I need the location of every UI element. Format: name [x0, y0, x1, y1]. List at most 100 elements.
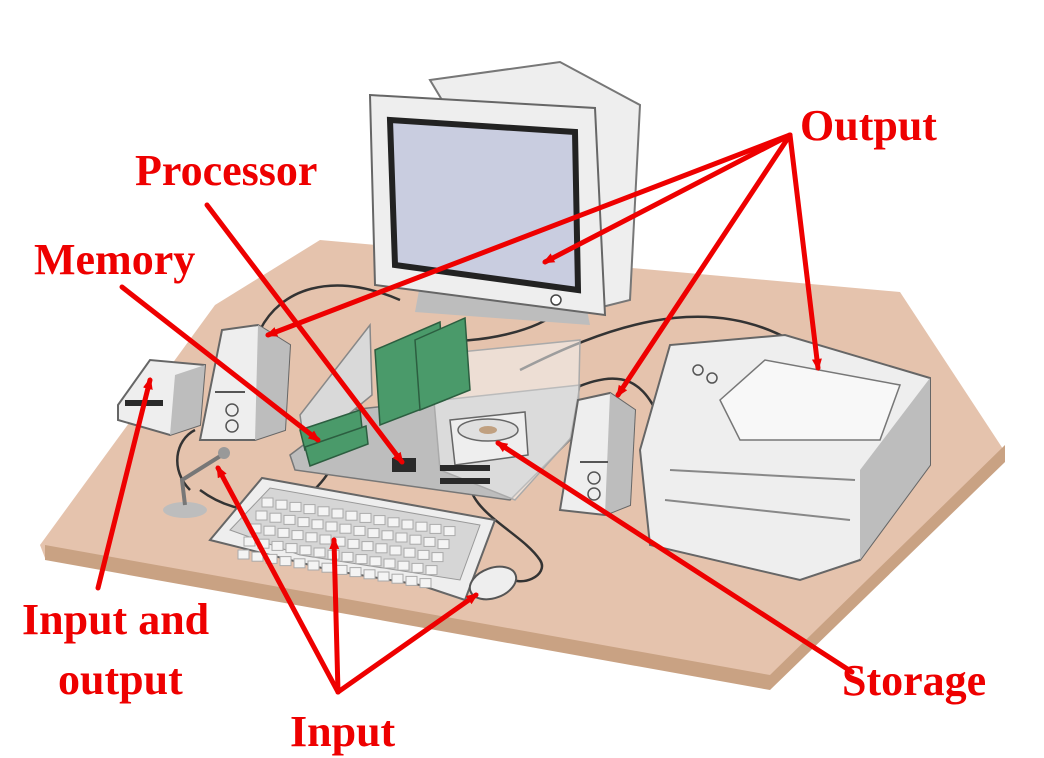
- keyboard-key: [283, 514, 296, 525]
- arrow-processor: [204, 202, 405, 465]
- keyboard-key: [317, 506, 330, 517]
- monitor-power-button: [550, 294, 562, 306]
- keyboard-key: [313, 547, 326, 558]
- keyboard-key: [403, 547, 416, 558]
- keyboard-key: [255, 510, 268, 521]
- keyboard-key: [423, 536, 436, 547]
- keyboard-key: [401, 519, 414, 530]
- arrow-storage: [495, 440, 855, 675]
- keyboard-key: [269, 512, 282, 523]
- speaker-right: [558, 391, 637, 517]
- keyboard-key: [275, 499, 288, 510]
- keyboard-key: [347, 538, 360, 549]
- keyboard-key: [291, 530, 304, 541]
- expansion-card: [414, 316, 471, 412]
- arrow-input-to-microphone: [215, 465, 341, 695]
- keyboard-key: [387, 517, 400, 528]
- arrows: [95, 132, 855, 695]
- keyboard-key: [369, 556, 382, 567]
- keyboard-key: [341, 551, 354, 562]
- keyboard-key: [417, 549, 430, 560]
- keyboard-key: [349, 567, 362, 578]
- arrow-memory: [119, 284, 321, 443]
- keyboard-key: [261, 497, 274, 508]
- arrow-input-and-output: [95, 377, 153, 591]
- label-input-and-output-line1: Input and: [22, 595, 209, 644]
- ram-module: [304, 424, 369, 467]
- label-input: Input: [290, 707, 396, 756]
- keyboard-key: [353, 525, 366, 536]
- keyboard-key: [373, 515, 386, 526]
- keyboard-key: [311, 519, 324, 530]
- keyboard-key: [437, 539, 450, 550]
- keyboard-key: [263, 525, 276, 536]
- keyboard-key: [303, 504, 316, 515]
- keyboard-key: [381, 530, 394, 541]
- keyboard-key: [391, 573, 404, 584]
- arrow-output-to-monitor: [542, 132, 793, 265]
- arrow-input-to-mouse: [335, 592, 479, 695]
- keyboard-key: [415, 521, 428, 532]
- keyboard: [208, 476, 497, 602]
- monitor: [368, 60, 642, 325]
- keyboard-key: [411, 562, 424, 573]
- keyboard-key: [335, 564, 348, 575]
- keyboard-key: [271, 540, 284, 551]
- keyboard-key: [319, 534, 332, 545]
- keyboard-key: [297, 517, 310, 528]
- keyboard-key: [285, 543, 298, 554]
- keyboard-key: [409, 534, 422, 545]
- keyboard-key: [431, 552, 444, 563]
- arrow-output-to-printer: [787, 132, 822, 371]
- keyboard-key: [355, 554, 368, 565]
- keyboard-key: [359, 512, 372, 523]
- keyboard-key: [345, 510, 358, 521]
- keyboard-key: [395, 532, 408, 543]
- microphone: [163, 447, 230, 518]
- keyboard-key: [361, 541, 374, 552]
- keyboard-key: [363, 569, 376, 580]
- desk-front-edge: [45, 545, 770, 690]
- drive-bay: [440, 478, 490, 484]
- keyboard-key: [293, 558, 306, 569]
- arrow-output-to-speaker-left: [265, 132, 793, 338]
- keyboard-key: [429, 523, 442, 534]
- desk-side-edge: [770, 445, 1005, 690]
- label-storage: Storage: [842, 656, 986, 705]
- keyboard-key: [397, 560, 410, 571]
- processor-chip: [392, 458, 416, 472]
- keyboard-key: [383, 558, 396, 569]
- labels: Output Processor Memory Input and output…: [22, 101, 986, 756]
- arrow-output-to-speaker-right: [615, 132, 793, 398]
- keyboard-key: [405, 575, 418, 586]
- external-drive: [117, 358, 207, 437]
- drive-bay: [440, 465, 490, 471]
- keyboard-key: [389, 545, 402, 556]
- keyboard-key: [339, 523, 352, 534]
- label-input-and-output-line2: output: [58, 655, 183, 704]
- arrow-input-to-keyboard: [329, 537, 341, 695]
- printer: [638, 333, 931, 582]
- keyboard-key: [321, 562, 334, 573]
- label-memory: Memory: [34, 235, 195, 284]
- keyboard-key: [237, 549, 250, 560]
- keyboard-key: [299, 545, 312, 556]
- keyboard-key: [279, 556, 292, 567]
- label-processor: Processor: [135, 146, 317, 195]
- label-output: Output: [800, 101, 937, 150]
- keyboard-key: [443, 526, 456, 537]
- keyboard-key: [425, 565, 438, 576]
- keyboard-key: [325, 521, 338, 532]
- monitor-screen: [386, 116, 582, 294]
- keyboard-key: [419, 578, 432, 589]
- keyboard-key: [289, 501, 302, 512]
- keyboard-key: [277, 527, 290, 538]
- mouse: [468, 565, 518, 601]
- keyboard-key: [377, 571, 390, 582]
- keyboard-key: [305, 532, 318, 543]
- keyboard-key: [367, 528, 380, 539]
- keyboard-key: [331, 508, 344, 519]
- keyboard-key: [307, 560, 320, 571]
